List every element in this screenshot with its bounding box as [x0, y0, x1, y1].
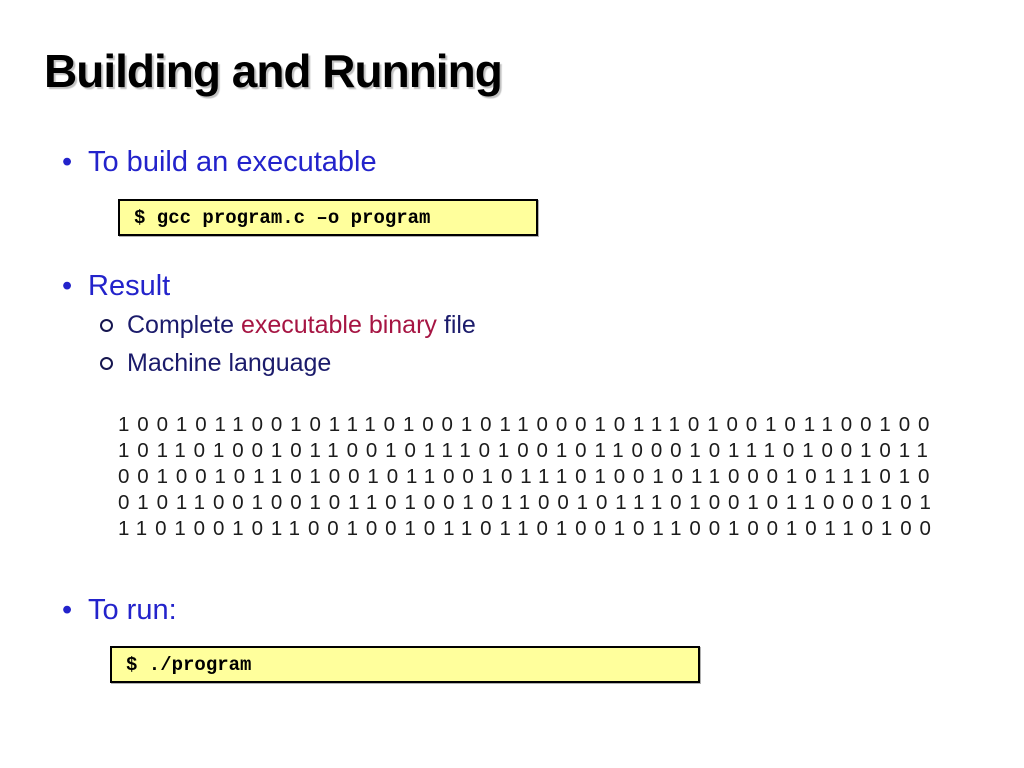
open-circle-bullet-icon: [100, 357, 113, 370]
bullet-dot-icon: •: [62, 594, 73, 626]
bullet-dot-icon: •: [62, 270, 73, 302]
complete-suffix-text: file: [436, 311, 476, 339]
subbullet-complete: Complete executable binary file: [100, 311, 476, 340]
subbullet-machine-language: Machine language: [100, 349, 331, 378]
bullet-run-label: To run:: [88, 594, 177, 626]
bullet-result-label: Result: [88, 270, 171, 302]
binary-row: 1101001011001001011011010010110010010110…: [118, 517, 939, 540]
run-command-text: $ ./program: [126, 653, 252, 676]
bullet-build: • To build an executable: [62, 146, 377, 179]
bullet-dot-icon: •: [62, 146, 73, 178]
binary-row: 1001011001011101001011000101110100101100…: [118, 413, 938, 436]
bullet-result: • Result: [62, 270, 170, 303]
complete-prefix-text: Complete: [127, 311, 241, 339]
binary-row: 0010010110100101100101110100101100010111…: [118, 465, 938, 488]
executable-binary-highlight: executable binary: [240, 311, 437, 339]
slide-title: Building and Running: [44, 45, 503, 97]
build-command-text: $ gcc program.c –o program: [134, 206, 431, 229]
binary-row: 1011010010110010111010010110001011101001…: [118, 439, 936, 462]
binary-code-block: 1001011001011101001011000101110100101100…: [118, 412, 939, 542]
code-box-run-command: $ ./program: [110, 646, 700, 683]
binary-row: 0101100100101101001011001011101001011000…: [118, 491, 939, 514]
bullet-build-label: To build an executable: [88, 146, 377, 178]
machine-language-text: Machine language: [127, 349, 332, 377]
open-circle-bullet-icon: [100, 319, 113, 332]
bullet-run: • To run:: [62, 594, 177, 627]
code-box-build-command: $ gcc program.c –o program: [118, 199, 538, 236]
